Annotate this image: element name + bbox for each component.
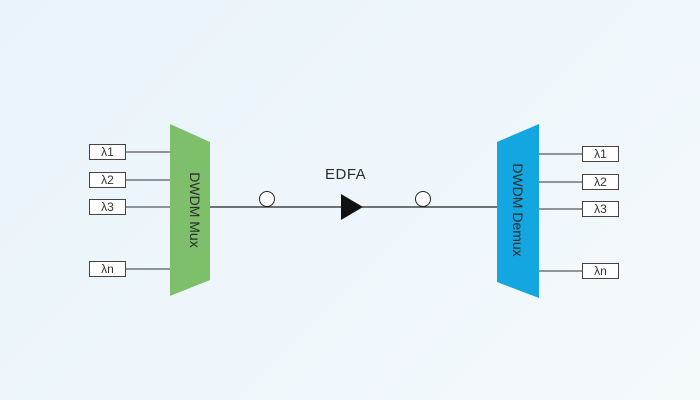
demux-channel-box: λ2: [582, 174, 619, 190]
demux-label: DWDM Demux: [510, 163, 526, 257]
mux-channel-box: λ1: [89, 144, 126, 160]
demux-channel-box: λ1: [582, 146, 619, 162]
edfa-label: EDFA: [325, 166, 367, 183]
mux-channel-box: λn: [89, 261, 126, 277]
mux-channel-box: λ3: [89, 199, 126, 215]
fiber-spool-icon: [415, 191, 431, 207]
demux-block: [497, 124, 539, 298]
demux-channel-box: λn: [582, 263, 619, 279]
mux-block: [170, 124, 210, 296]
fiber-spool-icon: [259, 191, 275, 207]
demux-channel-box: λ3: [582, 201, 619, 217]
mux-channel-box: λ2: [89, 172, 126, 188]
mux-label: DWDM Mux: [187, 172, 203, 248]
triangle-amplifier-icon: [341, 194, 363, 220]
